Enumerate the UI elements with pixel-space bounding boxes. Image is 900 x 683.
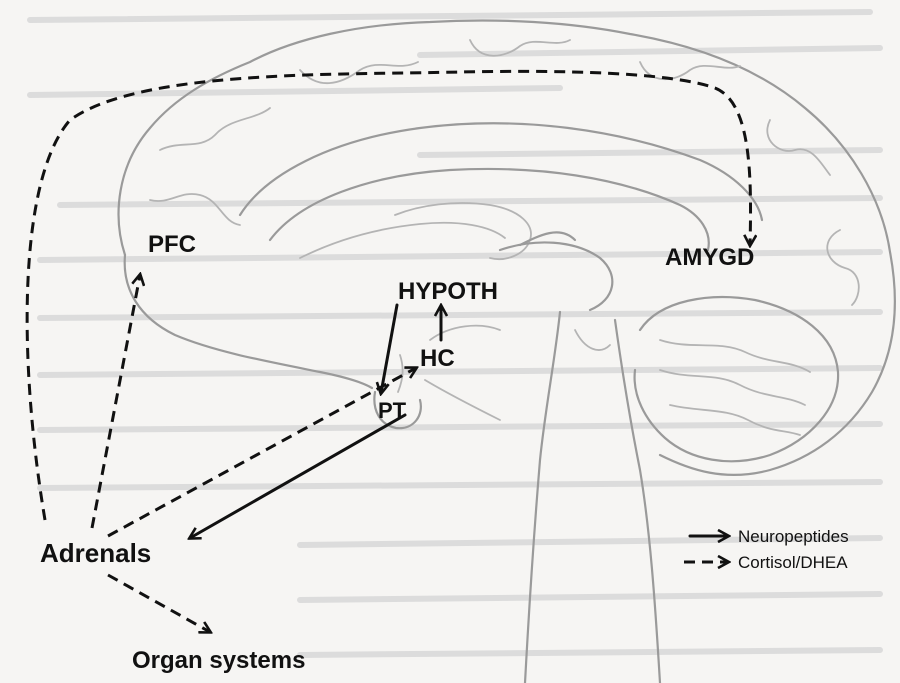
brain-outline: [119, 21, 895, 683]
arrow-adrenals-to-organ-systems: [108, 575, 210, 632]
arrow-pt-to-adrenals: [190, 415, 405, 538]
legend-solid-label: Neuropeptides: [738, 527, 849, 546]
label-organ-systems: Organ systems: [132, 647, 305, 674]
label-amygd: AMYGD: [665, 244, 754, 271]
label-adrenals: Adrenals: [40, 538, 151, 568]
label-pt: PT: [378, 398, 407, 423]
label-pfc: PFC: [148, 231, 196, 258]
node-labels: PFC AMYGD HYPOTH HC PT Adrenals Organ sy…: [40, 231, 754, 674]
legend-dashed-label: Cortisol/DHEA: [738, 553, 848, 572]
legend: Neuropeptides Cortisol/DHEA: [684, 527, 849, 572]
arrow-adrenals-to-hc: [108, 368, 416, 536]
label-hc: HC: [420, 345, 455, 372]
label-hypoth: HYPOTH: [398, 278, 498, 305]
